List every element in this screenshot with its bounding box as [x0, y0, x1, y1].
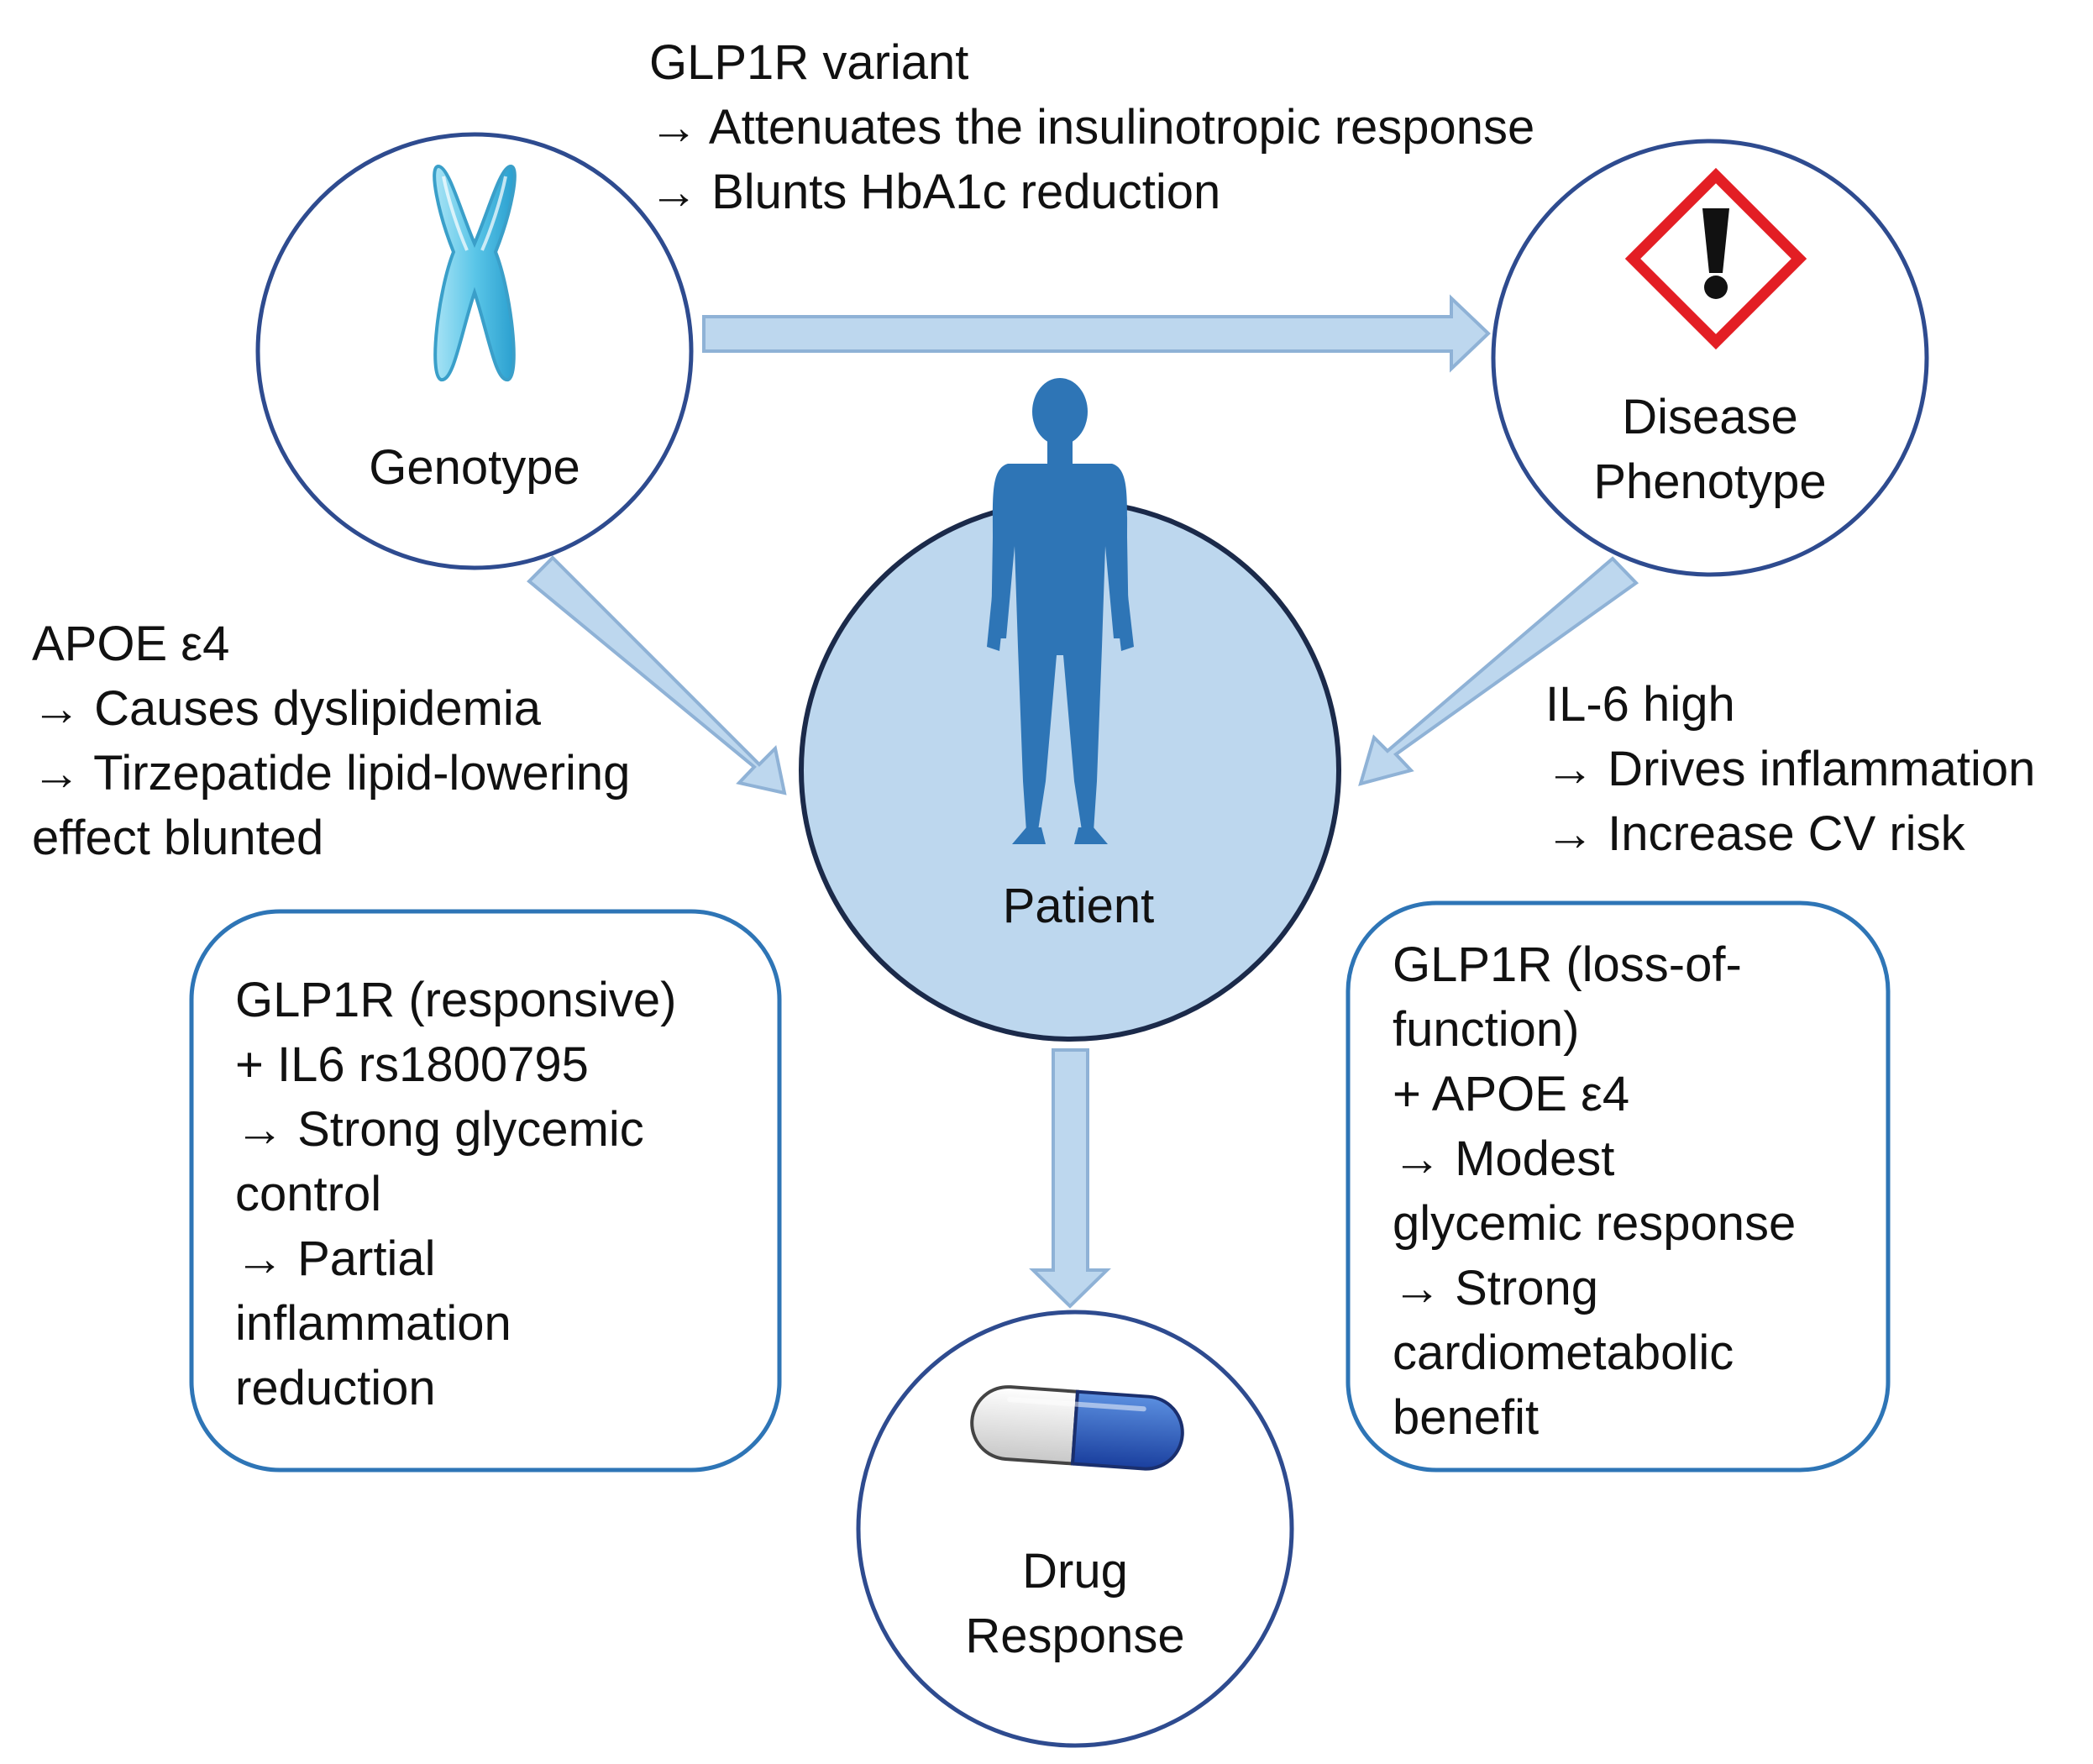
genotype-label: Genotype: [369, 440, 580, 495]
drug-response-label: Drug Response: [907, 1539, 1243, 1668]
right-box-line: benefit: [1393, 1390, 1540, 1445]
top-annotation-line: GLP1R variant: [649, 35, 969, 90]
top-annotation: GLP1R variant → Attenuates the insulinot…: [649, 30, 1534, 224]
right-annotation: IL-6 high → Drives inflammation → Increa…: [1545, 672, 2035, 866]
top-annotation-line: → Attenuates the insulinotropic response: [649, 100, 1535, 155]
right-box-line: → Strong: [1393, 1261, 1598, 1315]
left-combination-box: [189, 909, 782, 1473]
right-annotation-line: IL-6 high: [1545, 677, 1735, 732]
drug-response-label-line1: Drug: [1022, 1544, 1128, 1599]
left-annotation: APOE ε4 → Causes dyslipidemia → Tirzepat…: [32, 612, 630, 870]
phenotype-label: Disease Phenotype: [1542, 385, 1878, 514]
drug-response-label-line2: Response: [965, 1609, 1185, 1663]
phenotype-node: [1491, 139, 1929, 577]
arrow-phenotype-to-patient: [1358, 556, 1639, 786]
left-box-text: GLP1R (responsive) + IL6 rs1800795 → Str…: [235, 968, 676, 1420]
left-box-line: reduction: [235, 1361, 436, 1415]
patient-label: Patient: [1002, 879, 1155, 933]
right-box-text: GLP1R (loss-of- function) + APOE ε4 → Mo…: [1393, 932, 1796, 1450]
left-annotation-line: effect blunted: [32, 811, 324, 865]
left-annotation-line: APOE ε4: [32, 617, 230, 671]
human-figure-icon: [987, 378, 1134, 844]
right-box-line: cardiometabolic: [1393, 1326, 1734, 1380]
drug-response-node: [856, 1310, 1294, 1748]
left-box-line: control: [235, 1167, 382, 1221]
capsule-icon: [970, 1385, 1184, 1471]
top-annotation-line: → Blunts HbA1c reduction: [649, 165, 1221, 219]
genotype-node: [255, 132, 694, 570]
left-box-line: → Strong glycemic: [235, 1102, 644, 1157]
chromosome-icon: [433, 164, 517, 381]
left-box-line: → Partial: [235, 1231, 436, 1286]
right-box-line: + APOE ε4: [1393, 1067, 1630, 1121]
left-box-line: GLP1R (responsive): [235, 973, 677, 1027]
right-box-line: glycemic response: [1393, 1196, 1797, 1251]
arrow-patient-to-drug: [1029, 1048, 1111, 1309]
phenotype-label-line1: Disease: [1622, 390, 1798, 444]
left-box-line: inflammation: [235, 1296, 511, 1351]
right-annotation-line: → Drives inflammation: [1545, 742, 2036, 796]
right-box-line: function): [1393, 1002, 1580, 1057]
right-box-line: → Modest: [1393, 1131, 1615, 1186]
left-annotation-line: → Causes dyslipidemia: [32, 681, 542, 736]
right-box-line: GLP1R (loss-of-: [1393, 937, 1742, 992]
right-annotation-line: → Increase CV risk: [1545, 806, 1965, 861]
left-box-line: + IL6 rs1800795: [235, 1037, 589, 1092]
left-annotation-line: → Tirzepatide lipid-lowering: [32, 746, 631, 801]
hazard-warning-icon: [1624, 167, 1807, 350]
phenotype-label-line2: Phenotype: [1593, 454, 1827, 509]
arrow-genotype-to-patient: [527, 555, 787, 795]
right-combination-box: [1346, 900, 1891, 1473]
arrow-genotype-to-phenotype: [702, 294, 1491, 373]
